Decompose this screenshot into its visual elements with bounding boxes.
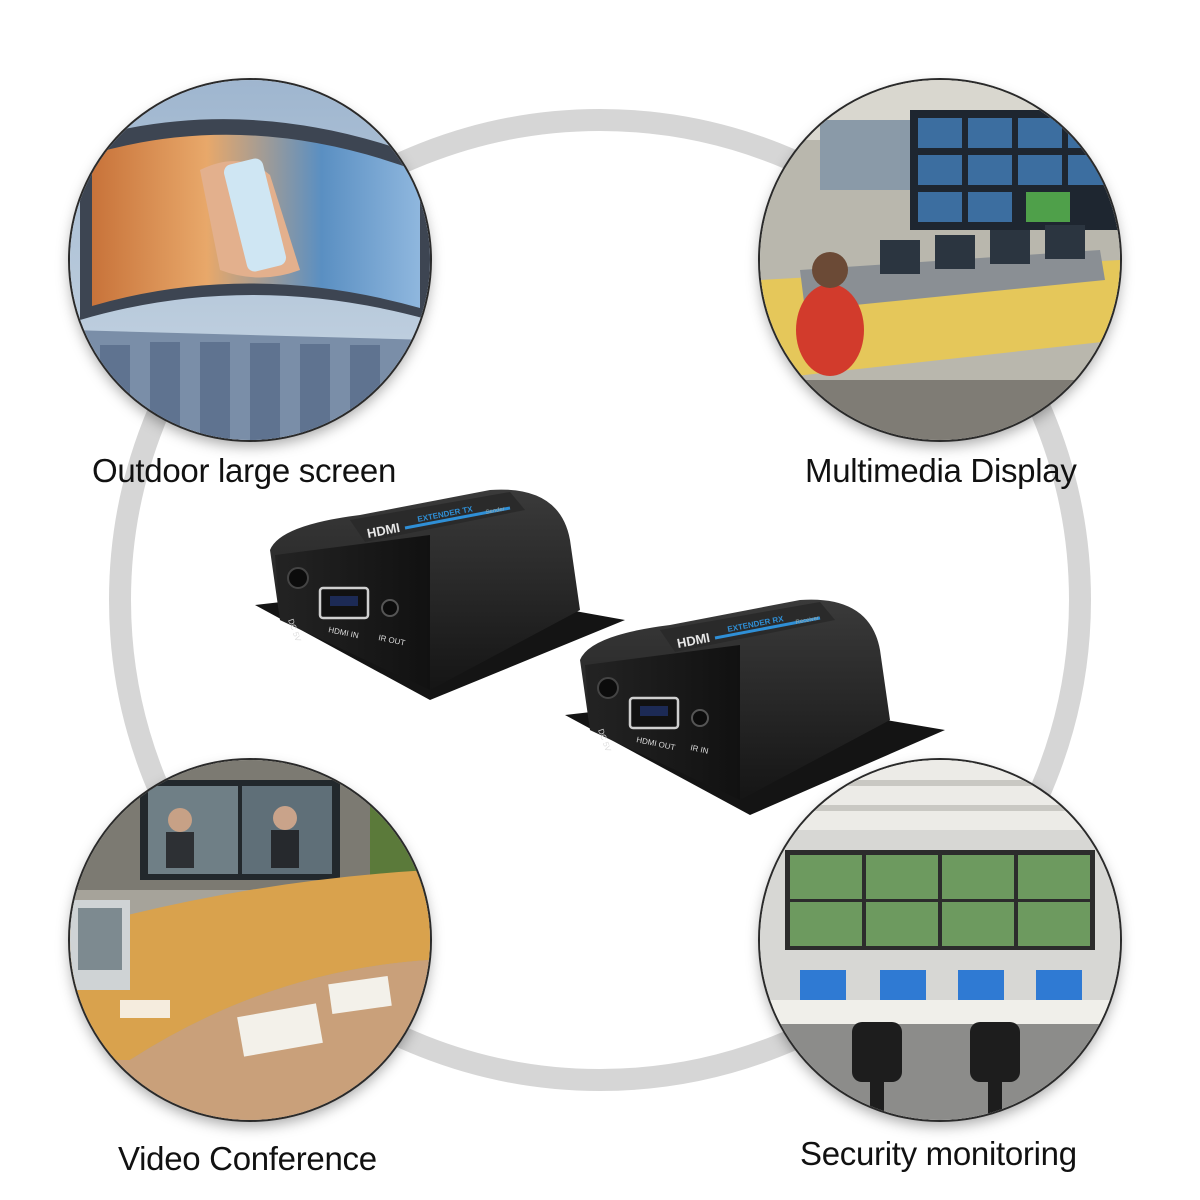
outdoor-large-screen-photo (70, 80, 430, 440)
outdoor-large-screen-caption: Outdoor large screen (92, 452, 397, 489)
multimedia-display-photo (760, 80, 1120, 440)
hdmi-extender-devices: HDMI EXTENDER TX Sender DC 5V HDMI IN IR… (255, 489, 945, 815)
receiver-role-label: Receiver (795, 616, 819, 626)
transmitter-ir-port (381, 599, 399, 617)
connecting-ring (109, 109, 1091, 1091)
transmitter-role-label: Sender (485, 506, 505, 516)
transmitter-unit: HDMI EXTENDER TX Sender DC 5V HDMI IN IR… (255, 489, 625, 700)
multimedia-display-caption: Multimedia Display (805, 452, 1077, 489)
security-monitoring-photo (760, 760, 1120, 1120)
receiver-ir-label: IR IN (690, 743, 710, 756)
security-monitoring-caption: Security monitoring (800, 1135, 1077, 1172)
receiver-ir-port (691, 709, 709, 727)
receiver-unit: HDMI EXTENDER RX Receiver DC 5V HDMI OUT… (565, 599, 945, 815)
transmitter-power-jack (287, 567, 309, 589)
transmitter-brand-label: HDMI (366, 520, 401, 541)
video-conference-caption: Video Conference (118, 1140, 377, 1177)
receiver-power-jack (597, 677, 619, 699)
receiver-brand-label: HDMI (676, 630, 711, 651)
